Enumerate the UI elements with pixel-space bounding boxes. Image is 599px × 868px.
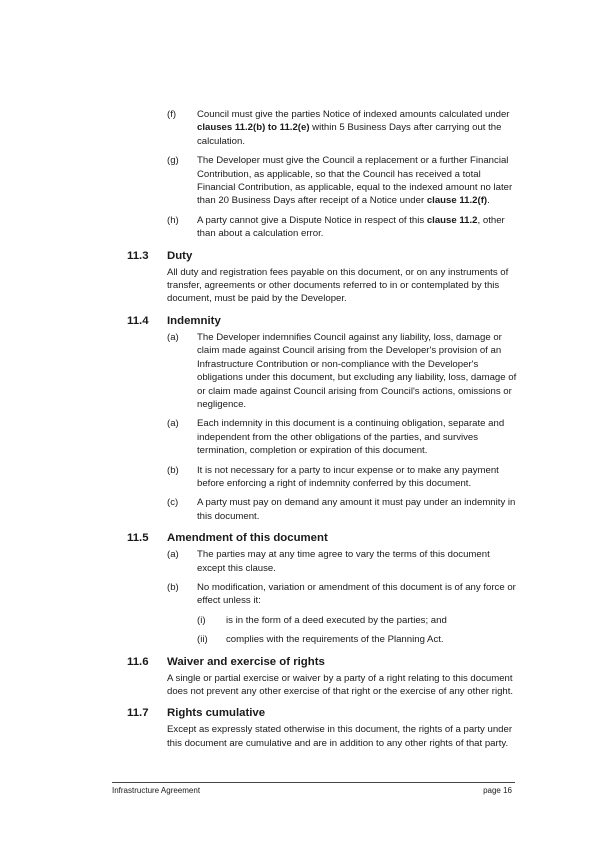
clause-reference: clauses 11.2(b) to 11.2(e) [197, 122, 310, 134]
list-item: (b) No modification, variation or amendm… [167, 581, 516, 607]
section-heading-11-6: 11.6 Waiver and exercise of rights [127, 655, 325, 668]
clause-reference: clause 11.2 [426, 214, 478, 226]
list-item: (a) Each indemnity in this document is a… [167, 418, 505, 457]
clause-11-2-f: (f) Council must give the parties Notice… [167, 109, 510, 147]
item-label: (h) [167, 214, 179, 226]
footer-divider [112, 782, 515, 783]
section-heading-11-7: 11.7 Rights cumulative [127, 707, 266, 720]
sub-list-item: (i) is in the form of a deed executed by… [197, 614, 447, 626]
sub-list-item: (ii) complies with the requirements of t… [197, 634, 444, 646]
list-item: (a) The Developer indemnifies Council ag… [167, 331, 517, 410]
footer-page-number: page 16 [483, 786, 512, 795]
clause-11-6-text: A single or partial exercise or waiver b… [167, 672, 514, 697]
footer-document-title: Infrastructure Agreement [112, 786, 201, 795]
list-item: (a) The parties may at any time agree to… [167, 549, 490, 574]
list-item: (c) A party must pay on demand any amoun… [167, 497, 516, 522]
section-heading-11-3: 11.3 Duty [127, 249, 193, 262]
section-heading-11-4: 11.4 Indemnity [127, 314, 221, 327]
clause-11-2-g: (g) The Developer must give the Council … [167, 155, 513, 207]
section-heading-11-5: 11.5 Amendment of this document [127, 532, 328, 545]
document-body: (f) Council must give the parties Notice… [127, 108, 519, 754]
clause-11-7-text: Except as expressly stated otherwise in … [167, 724, 513, 749]
item-label: (g) [167, 155, 179, 167]
clause-11-3-text: All duty and registration fees payable o… [167, 266, 509, 305]
clause-11-2-h: (h) A party cannot give a Dispute Notice… [167, 214, 505, 240]
clause-reference: clause 11.2(f) [426, 195, 488, 207]
list-item: (b) It is not necessary for a party to i… [167, 464, 499, 489]
item-label: (f) [167, 109, 177, 120]
